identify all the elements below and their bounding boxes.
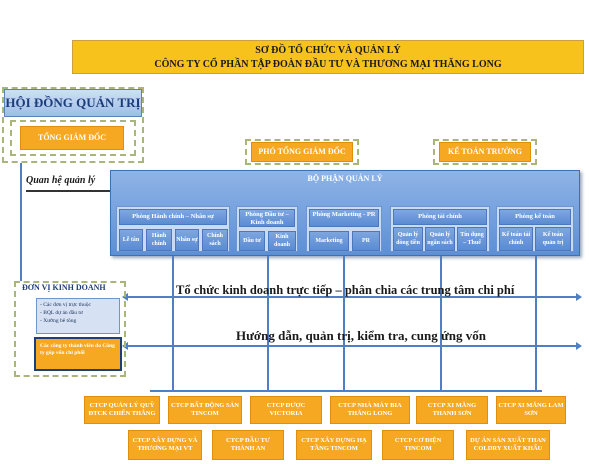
company-box: CTCP QUẢN LÝ QUỸ ĐTCK CHIẾN THẮNG: [84, 396, 160, 424]
company-box: CTCP BẤT ĐỘNG SẢN TINCOM: [168, 396, 242, 424]
board-vertical-line: [20, 163, 22, 281]
diagram-title: SƠ ĐỒ TỔ CHỨC VÀ QUẢN LÝ CÔNG TY CỔ PHẦN…: [72, 40, 584, 74]
sub-cashflow: Quản lý dòng tiền: [393, 227, 423, 251]
company-box: CTCP XI MĂNG LAM SƠN: [496, 396, 566, 424]
dept-accounting-title: Phòng kế toán: [499, 209, 571, 225]
sub-policy: Chính sách: [202, 229, 228, 251]
cost-center-text: Tổ chức kinh doanh trực tiếp – phân chia…: [176, 283, 515, 297]
sub-admin: Hành chính: [146, 229, 172, 251]
company-box: CTCP XÂY DỰNG HẠ TẦNG TINCOM: [296, 430, 372, 460]
sub-business: Kinh doanh: [268, 231, 296, 251]
sub-management-accounting: Kế toán quản trị: [535, 227, 571, 251]
diagram-title-line1: SƠ ĐỒ TỔ CHỨC VÀ QUẢN LÝ: [255, 45, 401, 56]
board-group: [2, 87, 144, 163]
dept-marketing: Phòng Marketing - PR Marketing PR: [306, 206, 382, 252]
company-box: CTCP NHÀ MÁY BIA THĂNG LONG: [330, 396, 410, 424]
dept-finance: Phòng tài chính Quản lý dòng tiền Quản l…: [390, 206, 490, 252]
chief-accountant-box: KẾ TOÁN TRƯỞNG: [439, 142, 531, 162]
business-unit-item: Xưởng bê tông: [43, 318, 77, 324]
company-box: CTCP XÂY DỰNG VÀ THƯƠNG MẠI VT: [128, 430, 202, 460]
business-unit-item: BQL dự án đầu tư: [43, 310, 83, 316]
management-dept-title: BỘ PHẬN QUẢN LÝ: [307, 174, 383, 183]
guidance-text: Hướng dẫn, quản trị, kiểm tra, cung ứng …: [236, 328, 486, 343]
company-box: CTCP CƠ ĐIỆN TINCOM: [382, 430, 454, 460]
bottom-bus-line: [150, 390, 542, 392]
dept-hr-title: Phòng Hành chính – Nhân sự: [119, 209, 227, 225]
connector-line: [535, 256, 537, 390]
company-box: CTCP XI MĂNG THANH SƠN: [416, 396, 488, 424]
sub-reception: Lễ tân: [119, 229, 143, 251]
sub-pr: PR: [352, 231, 380, 251]
chief-accountant-group: [433, 139, 537, 165]
business-unit-item: Các đơn vị trực thuộc: [43, 302, 91, 308]
sub-investment: Đầu tư: [239, 231, 265, 251]
management-relation-label: Quan hệ quản lý: [26, 175, 96, 186]
sub-credit-tax: Tín dụng – Thuế: [457, 227, 487, 251]
dept-hr: Phòng Hành chính – Nhân sự Lễ tân Hành c…: [116, 206, 230, 252]
dept-finance-title: Phòng tài chính: [393, 209, 487, 225]
connector-line: [172, 256, 174, 390]
affiliates-box: Các công ty thành viên do Công ty góp vố…: [34, 337, 122, 371]
board-of-directors: HỘI ĐỒNG QUẢN TRỊ: [4, 89, 142, 117]
dept-investment: Phòng Đầu tư – Kinh doanh Đầu tư Kinh do…: [236, 206, 298, 252]
connector-line: [440, 256, 442, 390]
dept-marketing-title: Phòng Marketing - PR: [309, 209, 379, 227]
sub-personnel: Nhân sự: [175, 229, 199, 251]
deputy-ceo-group: [245, 139, 359, 165]
connector-line: [267, 256, 269, 390]
ceo-box: TỔNG GIÁM ĐỐC: [20, 126, 124, 150]
dept-investment-title: Phòng Đầu tư – Kinh doanh: [239, 209, 295, 227]
sub-financial-accounting: Kế toán tài chính: [499, 227, 533, 251]
business-unit-list: - Các đơn vị trực thuộc - BQL dự án đầu …: [36, 298, 120, 334]
cost-center-arrow-line: [128, 296, 576, 298]
management-relation-line: [26, 190, 110, 192]
diagram-title-line2: CÔNG TY CỔ PHẦN TẬP ĐOÀN ĐẦU TƯ VÀ THƯƠN…: [154, 59, 502, 70]
ceo-group: [10, 120, 136, 156]
business-unit-title: ĐƠN VỊ KINH DOANH: [22, 283, 106, 292]
company-box: DỰ ÁN SẢN XUẤT THAN COLDRY XUẤT KHẨU: [466, 430, 550, 460]
deputy-ceo-box: PHÓ TỔNG GIÁM ĐỐC: [251, 142, 353, 162]
company-box: CTCP ĐẦU TƯ THÀNH AN: [212, 430, 284, 460]
company-box: CTCP DƯỢC VICTORIA: [250, 396, 322, 424]
sub-budget: Quản lý ngân sách: [425, 227, 455, 251]
connector-line: [343, 256, 345, 390]
arrow-right-icon: [576, 342, 582, 350]
sub-marketing: Marketing: [309, 231, 349, 251]
dept-accounting: Phòng kế toán Kế toán tài chính Kế toán …: [496, 206, 574, 252]
business-unit-group: [14, 281, 126, 377]
guidance-arrow-line: [128, 345, 576, 347]
arrow-right-icon: [576, 293, 582, 301]
